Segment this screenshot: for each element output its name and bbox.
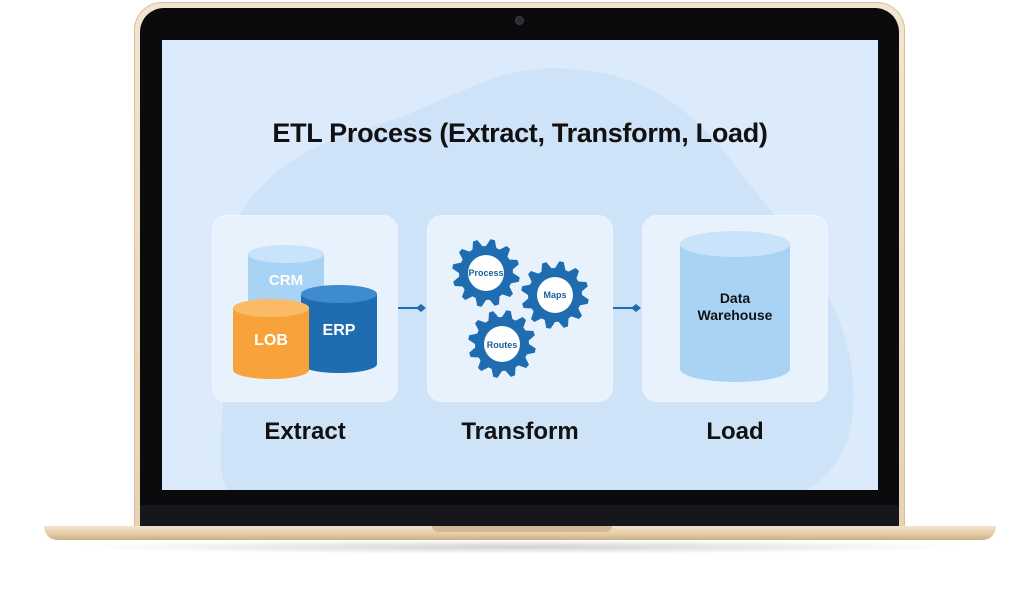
erp-database-icon [301, 285, 377, 373]
data-warehouse-line1: Data [719, 290, 751, 306]
crm-label: CRM [268, 272, 304, 289]
camera-icon [516, 17, 523, 24]
laptop-notch [432, 526, 612, 532]
maps-gear-label: Maps [543, 290, 567, 300]
routes-gear-icon [468, 310, 536, 378]
process-gear-icon [452, 239, 520, 307]
data-warehouse-line2: Warehouse [697, 307, 773, 323]
load-label: Load [706, 418, 764, 445]
data-warehouse-icon [680, 231, 790, 382]
lob-database-icon [233, 299, 309, 379]
transform-card: Process Maps Routes [428, 216, 612, 401]
maps-gear-icon [521, 261, 589, 329]
lob-label: LOB [254, 332, 288, 349]
diagram-title: ETL Process (Extract, Transform, Load) [272, 118, 768, 148]
transform-label: Transform [461, 418, 579, 445]
arrow-connector-icon [613, 304, 641, 312]
erp-label: ERP [322, 322, 356, 339]
screen: ETL Process (Extract, Transform, Load) [162, 40, 878, 490]
screen-chin [140, 505, 899, 528]
database-cylinders [233, 245, 377, 379]
arrow-connector-icon [398, 304, 426, 312]
extract-card: CRM LOB ERP [213, 216, 397, 401]
extract-label: Extract [264, 418, 346, 445]
laptop-shadow [70, 540, 970, 554]
data-warehouse-label: Data Warehouse [675, 290, 795, 324]
routes-gear-label: Routes [486, 340, 518, 350]
load-card: Data Warehouse [643, 216, 827, 401]
gears [452, 239, 589, 378]
process-gear-label: Process [468, 268, 504, 278]
laptop-base [44, 526, 996, 540]
